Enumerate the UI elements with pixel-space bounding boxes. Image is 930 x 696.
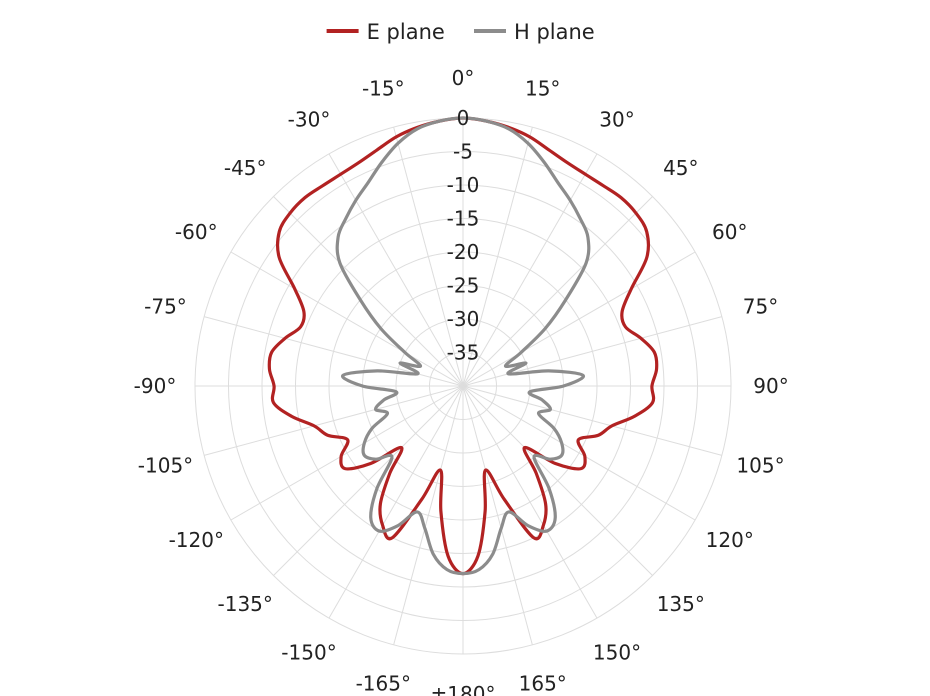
angular-tick-label: -75° (144, 294, 187, 318)
radial-tick-label: -20 (447, 240, 480, 264)
angular-tick-label: 105° (736, 454, 784, 478)
angular-tick-label: -105° (138, 454, 193, 478)
polar-grid (194, 117, 732, 655)
angular-tick-label: -150° (281, 641, 336, 665)
radial-tick-label: -15 (447, 207, 480, 231)
angular-tick-label: 0° (452, 66, 475, 90)
legend-label: E plane (367, 20, 445, 44)
grid-spoke (462, 385, 598, 619)
grid-spoke (230, 385, 464, 521)
angular-tick-label: 15° (525, 76, 560, 100)
grid-spoke (462, 385, 696, 521)
grid-spoke (273, 196, 464, 387)
radial-tick-labels: 0 -5 -10 -15 -20 -25 -30 -35 (447, 106, 480, 365)
series-line-h-plane (335, 116, 591, 576)
angular-tick-label: 30° (599, 107, 634, 131)
angular-tick-label: 135° (657, 592, 705, 616)
angular-tick-label: -30° (288, 107, 331, 131)
angular-tick-labels: 0° 15° 30° 45° 60° 75° 90° 105° 120° 135° 150° 165°… (134, 66, 789, 696)
legend-label: H plane (514, 20, 595, 44)
grid-spoke (462, 127, 533, 387)
angular-tick-label: 45° (663, 156, 698, 180)
radial-tick-label: 0 (457, 106, 470, 130)
grid-spoke (462, 385, 533, 645)
grid-spoke (462, 196, 653, 387)
radial-tick-label: -10 (447, 173, 480, 197)
radial-tick-label: -35 (447, 341, 480, 365)
grid-spoke (204, 385, 464, 456)
angular-tick-label: 150° (593, 641, 641, 665)
grid-spoke (462, 153, 598, 387)
grid-spoke (393, 385, 464, 645)
radial-tick-label: -5 (453, 140, 473, 164)
angular-tick-label: 75° (743, 294, 778, 318)
radial-tick-label: -30 (447, 307, 480, 331)
angular-tick-label: -120° (169, 528, 224, 552)
angular-tick-label: -90° (134, 374, 177, 398)
angular-tick-label: -165° (356, 672, 411, 696)
grid-spoke (328, 385, 464, 619)
angular-tick-label: 90° (753, 374, 788, 398)
grid-spoke (328, 153, 464, 387)
angular-tick-label: 120° (706, 528, 754, 552)
angular-tick-label: ±180° (431, 682, 496, 696)
grid-spoke (393, 127, 464, 387)
grid-spoke (462, 251, 696, 387)
angular-tick-label: 60° (712, 220, 747, 244)
grid-spoke (462, 385, 653, 576)
legend-item: H plane (474, 20, 595, 44)
grid-spoke (462, 316, 722, 387)
chart-legend: E plane H plane (326, 20, 595, 44)
radial-tick-label: -25 (447, 274, 480, 298)
angular-tick-label: 165° (519, 672, 567, 696)
legend-item: E plane (326, 20, 445, 44)
grid-spoke (273, 385, 464, 576)
angular-tick-label: -135° (218, 592, 273, 616)
angular-tick-label: -60° (175, 220, 218, 244)
grid-spoke (204, 316, 464, 387)
grid-spoke (230, 251, 464, 387)
angular-tick-label: -45° (224, 156, 267, 180)
grid-spoke (462, 385, 722, 456)
series-layer (267, 116, 659, 576)
angular-tick-label: -15° (362, 76, 405, 100)
